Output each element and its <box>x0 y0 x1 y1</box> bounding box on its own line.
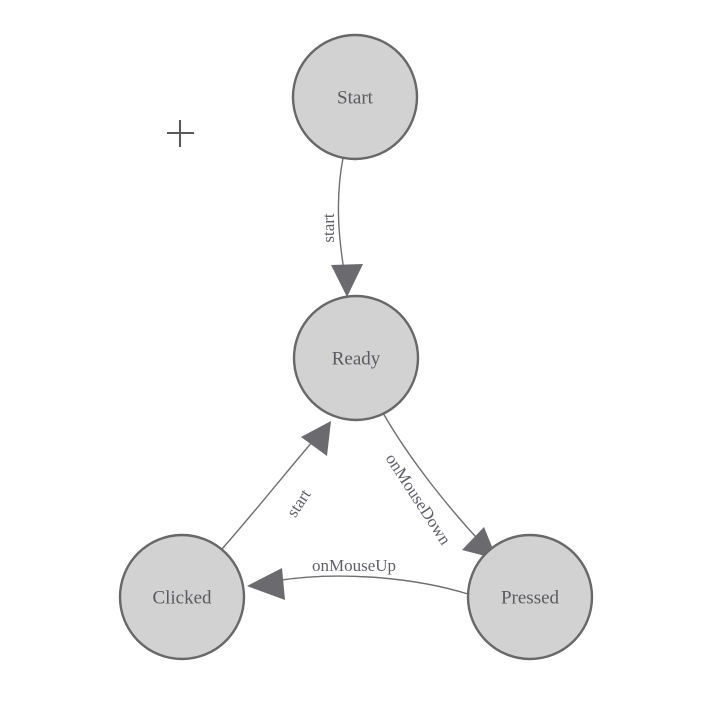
edge-clicked-to-ready-path <box>221 440 314 550</box>
edge-label-ready-to-pressed: onMouseDown <box>382 450 455 549</box>
edge-pressed-to-clicked[interactable]: onMouseUp <box>247 556 469 600</box>
node-ready-circle[interactable] <box>292 294 420 422</box>
edge-clicked-to-ready-arrowhead <box>301 421 331 456</box>
edge-label-clicked-to-ready: start <box>283 485 315 520</box>
edge-clicked-to-ready[interactable]: start <box>221 421 331 550</box>
node-ready[interactable]: Ready <box>292 294 420 422</box>
edge-pressed-to-clicked-path <box>274 575 469 595</box>
node-pressed[interactable]: Pressed <box>466 533 594 661</box>
node-clicked-circle[interactable] <box>118 533 246 661</box>
crosshair-icon <box>167 120 194 147</box>
edge-start-to-ready[interactable]: start <box>319 157 363 297</box>
node-clicked-label: Clicked <box>152 587 212 608</box>
edge-label-start-to-ready: start <box>319 213 338 243</box>
node-clicked[interactable]: Clicked <box>118 533 246 661</box>
edge-label-pressed-to-clicked: onMouseUp <box>312 556 396 575</box>
node-ready-label: Ready <box>332 348 381 369</box>
node-start[interactable]: Start <box>291 33 419 161</box>
node-start-circle[interactable] <box>291 33 419 161</box>
node-start-label: Start <box>337 87 374 108</box>
edge-ready-to-pressed-path <box>382 412 488 550</box>
edge-pressed-to-clicked-arrowhead <box>247 568 285 600</box>
node-pressed-circle[interactable] <box>466 533 594 661</box>
edge-start-to-ready-arrowhead <box>331 264 363 297</box>
edge-ready-to-pressed[interactable]: onMouseDown <box>382 412 497 559</box>
node-pressed-label: Pressed <box>501 587 560 608</box>
edge-start-to-ready-path <box>337 157 347 284</box>
